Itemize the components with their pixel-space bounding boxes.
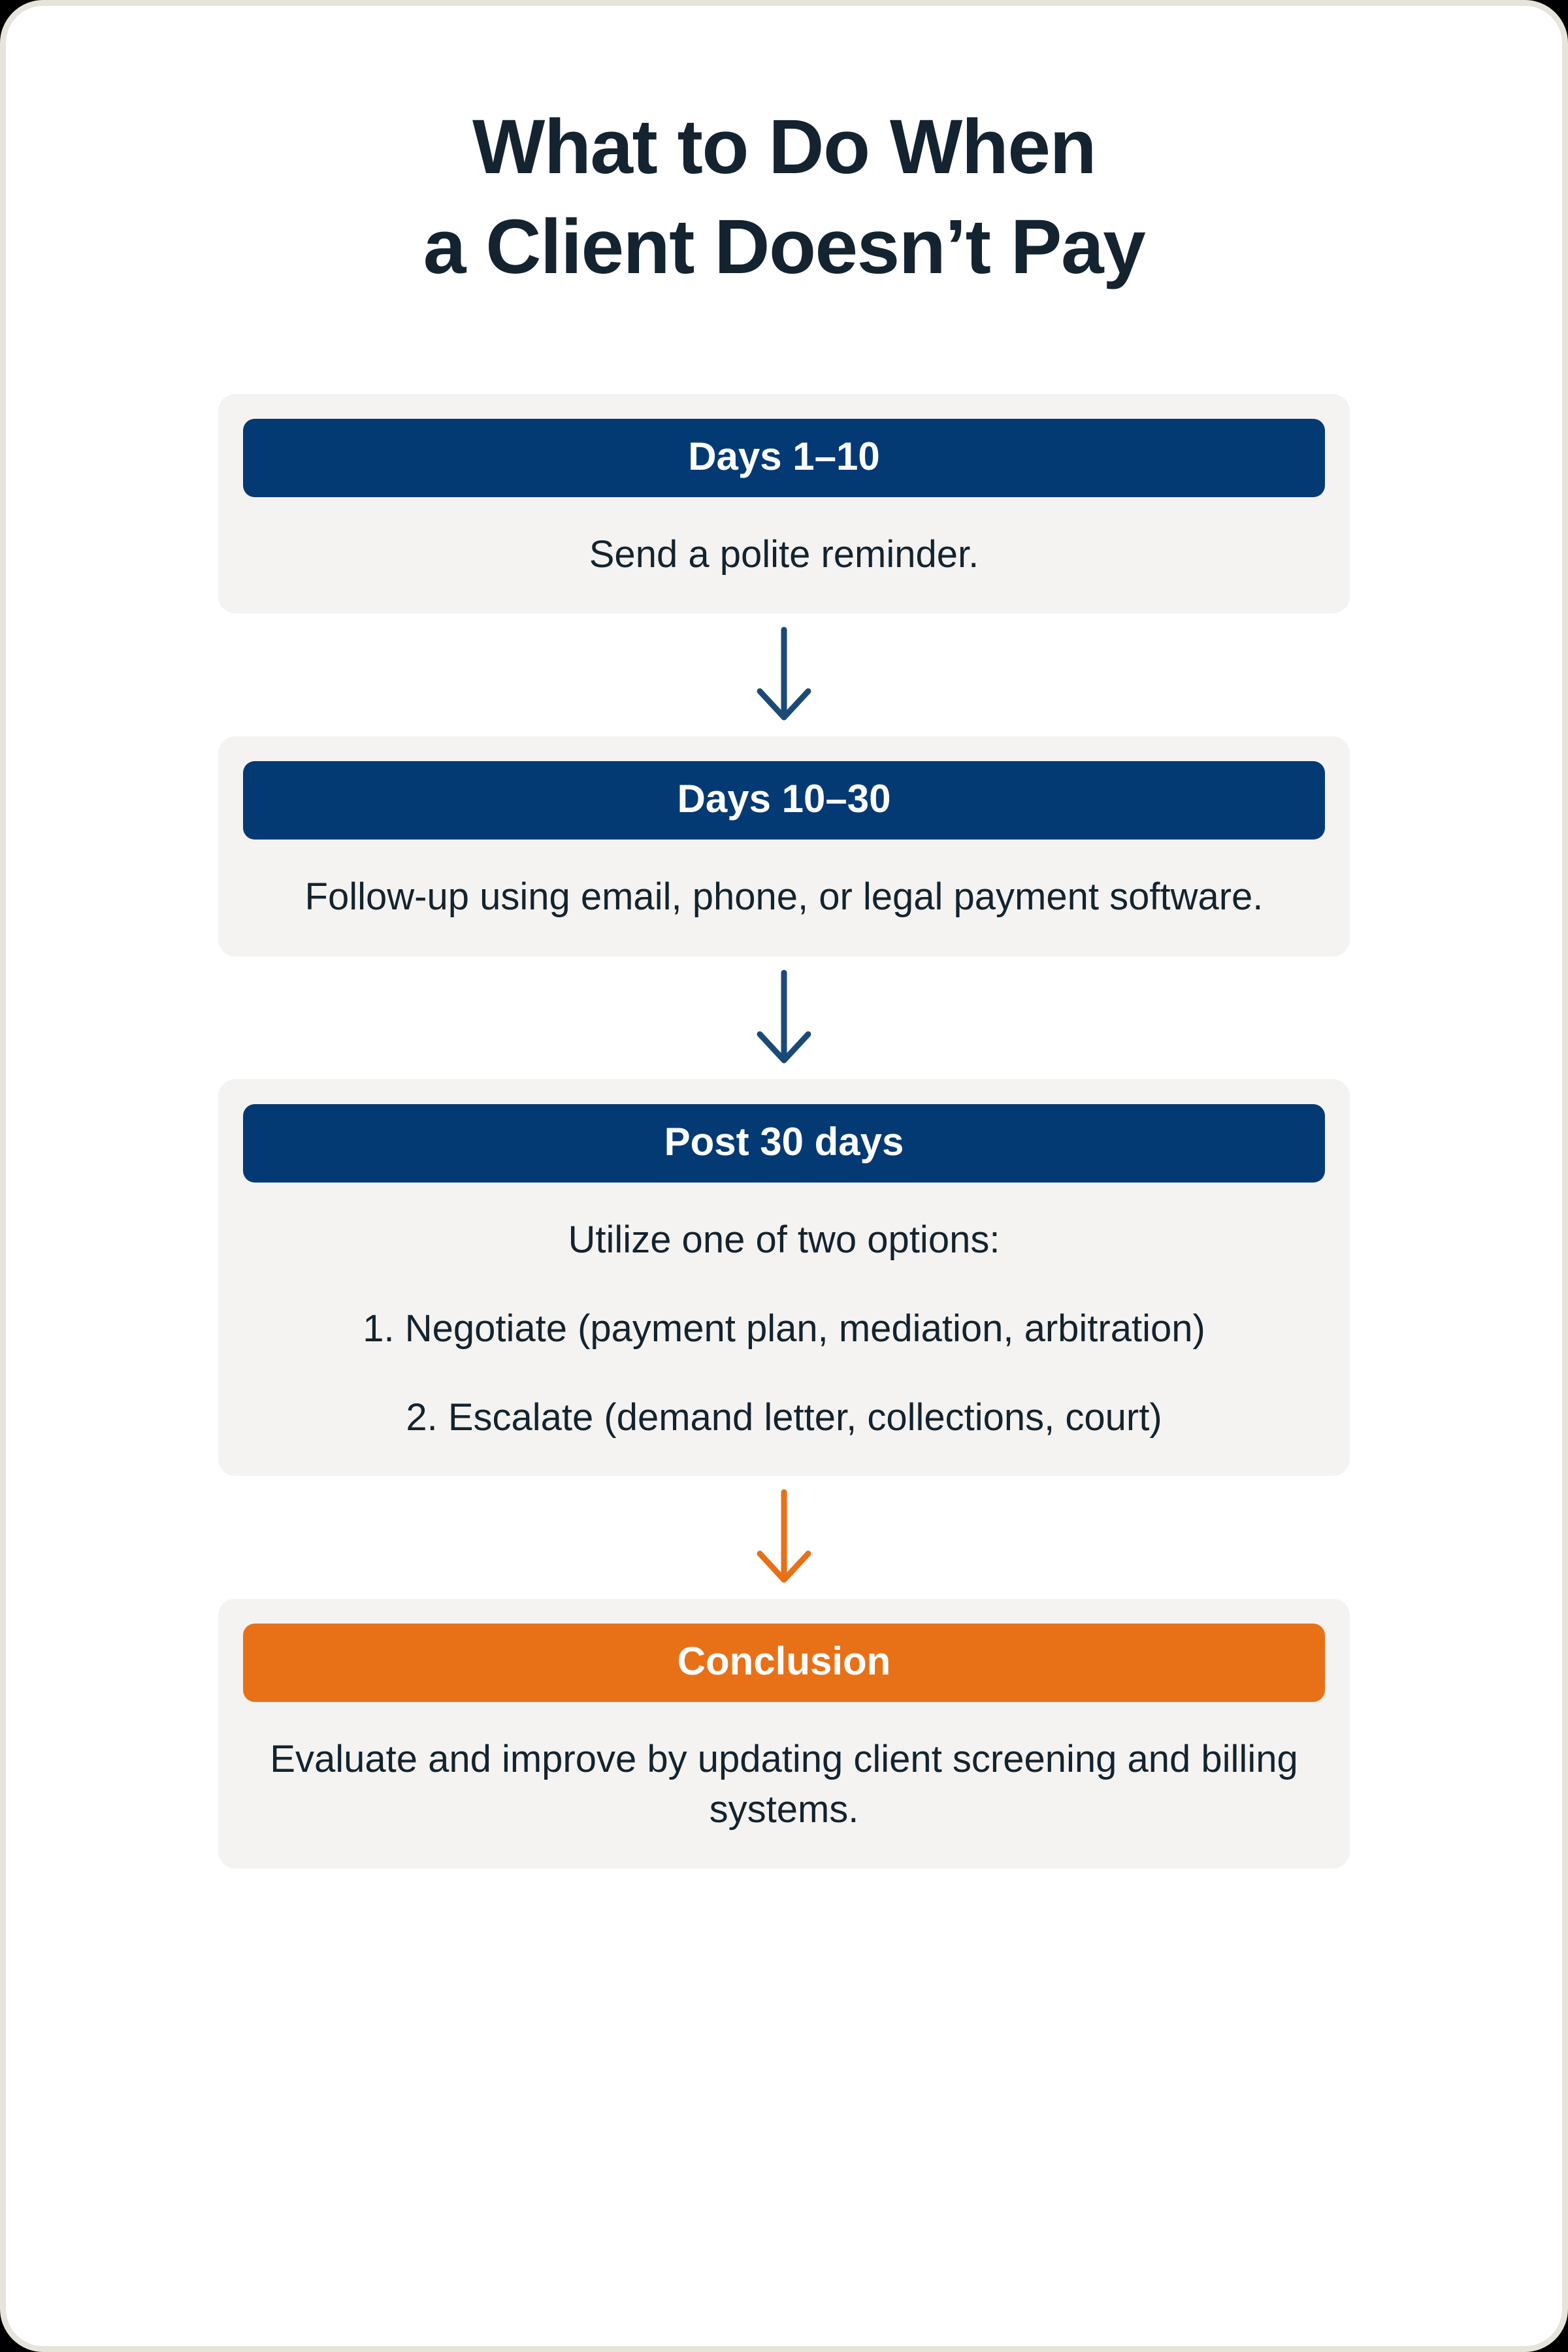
step-header-days-1-10: Days 1–10: [243, 418, 1325, 497]
page-title: What to Do When a Client Doesn’t Pay: [163, 97, 1405, 298]
step-header-post-30-days: Post 30 days: [243, 1103, 1325, 1183]
step-header-conclusion: Conclusion: [243, 1624, 1325, 1703]
step-body-2: Follow-up using email, phone, or legal p…: [243, 840, 1325, 926]
step-body-text-1: Send a polite reminder.: [589, 532, 979, 576]
step-body-4: Evaluate and improve by updating client …: [243, 1702, 1325, 1838]
arrow-down-icon: [748, 969, 820, 1067]
arrow-down-icon: [748, 1488, 820, 1586]
flow-step-card-1: Days 1–10 Send a polite reminder.: [218, 393, 1350, 614]
step-body-3: Utilize one of two options: 1. Negotiate…: [243, 1183, 1325, 1446]
step-body-text-4: Evaluate and improve by updating client …: [270, 1738, 1298, 1831]
page-title-line-2: a Client Doesn’t Pay: [423, 204, 1146, 291]
flow-step-card-3: Post 30 days Utilize one of two options:…: [218, 1079, 1350, 1477]
connector-arrow-1: [748, 613, 820, 736]
flow-step-card-2: Days 10–30 Follow-up using email, phone,…: [218, 736, 1350, 956]
step-body-text-2: Follow-up using email, phone, or legal p…: [304, 875, 1264, 919]
page-title-line-1: What to Do When: [472, 104, 1097, 190]
step-options-list: 1. Negotiate (payment plan, mediation, a…: [243, 1304, 1325, 1442]
connector-arrow-3: [748, 1476, 820, 1599]
step-option-item-2: 2. Escalate (demand letter, collections,…: [406, 1396, 1162, 1439]
step-header-days-10-30: Days 10–30: [243, 761, 1325, 840]
flow-step-card-4: Conclusion Evaluate and improve by updat…: [218, 1599, 1350, 1869]
step-body-1: Send a polite reminder.: [243, 497, 1325, 584]
step-body-text-3: Utilize one of two options:: [568, 1218, 1000, 1261]
flowchart: Days 1–10 Send a polite reminder. Days 1…: [218, 393, 1350, 1869]
arrow-down-icon: [748, 626, 820, 724]
connector-arrow-2: [748, 956, 820, 1079]
step-option-item-1: 1. Negotiate (payment plan, mediation, a…: [363, 1307, 1205, 1350]
